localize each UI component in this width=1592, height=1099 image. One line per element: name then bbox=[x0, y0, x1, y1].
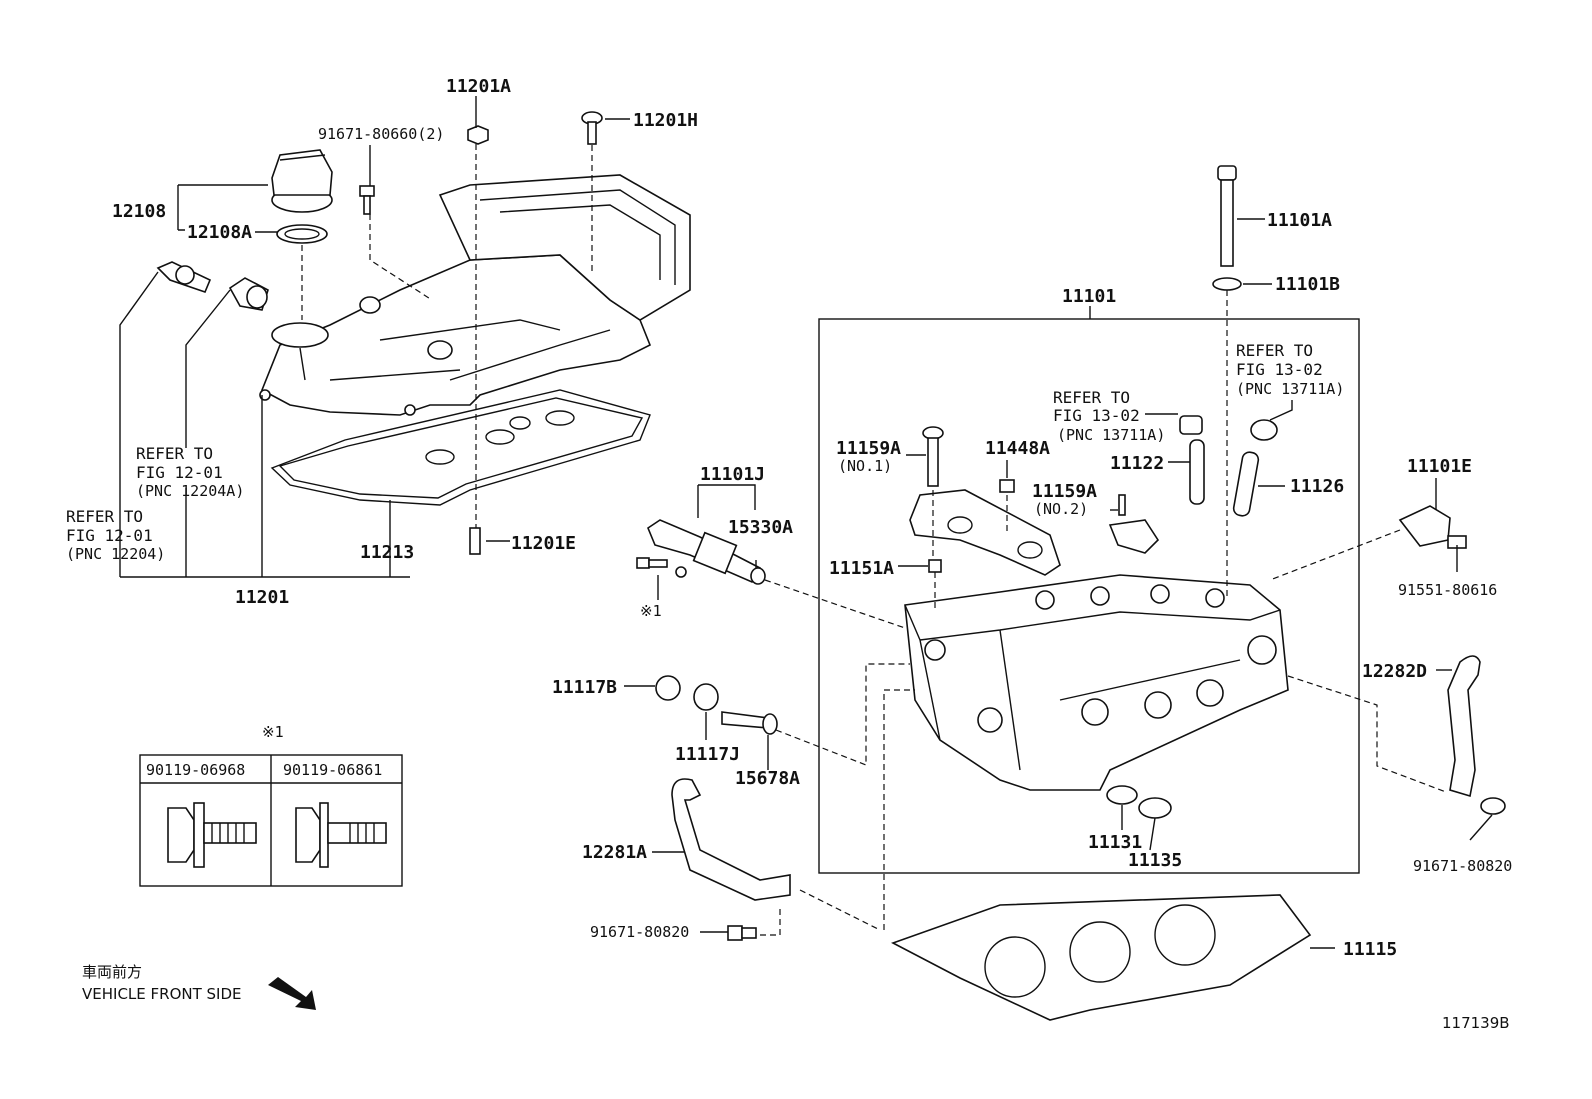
label-11126: 11126 bbox=[1290, 476, 1344, 497]
label-11101A: 11101A bbox=[1267, 210, 1332, 231]
cover-gasket-illustration bbox=[270, 389, 651, 506]
bolt-91671-80820-left-icon bbox=[727, 925, 757, 941]
label-11117B: 11117B bbox=[552, 677, 617, 698]
valve-guide-11126-icon bbox=[1232, 419, 1278, 517]
label-11101: 11101 bbox=[1062, 286, 1116, 307]
label-91671-80660: 91671-80660(2) bbox=[318, 125, 444, 143]
plug-11117B-icon bbox=[655, 675, 681, 701]
pcv-valve-icon bbox=[156, 261, 212, 293]
vehicle-front-en: VEHICLE FRONT SIDE bbox=[82, 985, 242, 1003]
flange-bolt-icon bbox=[167, 802, 257, 868]
head-bolt-11101A-icon bbox=[1217, 165, 1237, 267]
oil-filler-cap-icon bbox=[271, 149, 333, 213]
table-mark: ※1 bbox=[262, 723, 284, 741]
camshaft-bearing-cap-icon bbox=[909, 489, 1061, 576]
sensor-11101E-icon bbox=[1398, 505, 1467, 549]
table-col1-header: 90119-06968 bbox=[146, 761, 245, 779]
head-gasket-illustration bbox=[891, 894, 1312, 1021]
cam-cap-no2-icon bbox=[1108, 494, 1160, 554]
cylinder-head-group-frame bbox=[818, 318, 1360, 874]
label-11115: 11115 bbox=[1343, 939, 1397, 960]
o-ring-15330A-icon bbox=[750, 567, 766, 585]
label-11201E: 11201E bbox=[511, 533, 576, 554]
ref-fig-13-02-mid: REFER TO FIG 13-02 (PNC 13711A) bbox=[1053, 388, 1165, 444]
label-11101E: 11101E bbox=[1407, 456, 1472, 477]
svg-text:REFER TO: REFER TO bbox=[1053, 388, 1130, 407]
bolt-mark1-icon bbox=[636, 557, 668, 569]
bolt-91671-80660-icon bbox=[359, 185, 375, 215]
label-no2: (NO.2) bbox=[1034, 500, 1088, 518]
seal-11135-icon bbox=[1138, 797, 1172, 819]
stud-11201E-icon bbox=[469, 527, 481, 555]
label-11159A-no1: 11159A bbox=[836, 438, 901, 459]
label-12282D: 12282D bbox=[1362, 661, 1427, 682]
figure-code: 117139B bbox=[1442, 1014, 1510, 1032]
ref-fig-12-01-b: REFER TO FIG 12-01 (PNC 12204) bbox=[66, 507, 165, 563]
bolt-variant-table: ※1 90119-06968 90119-06861 bbox=[139, 723, 403, 887]
svg-text:FIG 12-01: FIG 12-01 bbox=[136, 463, 223, 482]
label-mark1-bolt: ※1 bbox=[640, 602, 662, 620]
svg-text:FIG 13-02: FIG 13-02 bbox=[1053, 406, 1140, 425]
cylinder-head-illustration bbox=[904, 574, 1289, 791]
hanger-12281A-icon bbox=[671, 778, 791, 901]
label-15330A: 15330A bbox=[728, 517, 793, 538]
label-91671-80820-right: 91671-80820 bbox=[1413, 857, 1512, 875]
label-11213: 11213 bbox=[360, 542, 414, 563]
front-arrow-icon bbox=[268, 977, 316, 1010]
svg-text:FIG 13-02: FIG 13-02 bbox=[1236, 360, 1323, 379]
label-11101J: 11101J bbox=[700, 464, 765, 485]
o-ring-12108A-icon bbox=[276, 224, 328, 244]
label-11135: 11135 bbox=[1128, 850, 1182, 871]
oil-control-valve-icon bbox=[647, 519, 762, 584]
label-11201H: 11201H bbox=[633, 110, 698, 131]
bolt-91671-80820-right-icon bbox=[1480, 797, 1506, 815]
label-15678A: 15678A bbox=[735, 768, 800, 789]
nut-11201A-icon bbox=[467, 125, 489, 145]
label-12108: 12108 bbox=[112, 201, 166, 222]
valve-guide-11122-icon bbox=[1179, 415, 1205, 505]
valve-cover-illustration bbox=[259, 174, 691, 416]
label-91551-80616: 91551-80616 bbox=[1398, 581, 1497, 599]
label-11448A: 11448A bbox=[985, 438, 1050, 459]
label-12281A: 12281A bbox=[582, 842, 647, 863]
bolt-11201H-icon bbox=[581, 111, 603, 145]
hanger-12282D-icon bbox=[1447, 655, 1481, 798]
cam-cap-bolt-no1-icon bbox=[922, 426, 944, 487]
washer-11101B-icon bbox=[1212, 277, 1242, 291]
svg-text:REFER TO: REFER TO bbox=[1236, 341, 1313, 360]
label-11131: 11131 bbox=[1088, 832, 1142, 853]
label-11201A: 11201A bbox=[446, 76, 511, 97]
ref-fig-13-02-right: REFER TO FIG 13-02 (PNC 13711A) bbox=[1236, 341, 1344, 398]
seal-11131-icon bbox=[1106, 785, 1138, 805]
label-11101B: 11101B bbox=[1275, 274, 1340, 295]
label-11151A: 11151A bbox=[829, 558, 894, 579]
vehicle-front-jp: 車両前方 bbox=[82, 963, 142, 981]
svg-text:REFER TO: REFER TO bbox=[66, 507, 143, 526]
label-11201: 11201 bbox=[235, 587, 289, 608]
svg-text:REFER TO: REFER TO bbox=[136, 444, 213, 463]
svg-text:(PNC 12204A): (PNC 12204A) bbox=[136, 482, 244, 500]
label-11159A-no2: 11159A bbox=[1032, 481, 1097, 502]
union-15678A-icon bbox=[721, 711, 778, 735]
label-11117J: 11117J bbox=[675, 744, 740, 765]
label-11122: 11122 bbox=[1110, 453, 1164, 474]
label-91671-80820-left: 91671-80820 bbox=[590, 923, 689, 941]
label-12108A: 12108A bbox=[187, 222, 252, 243]
svg-text:(PNC 13711A): (PNC 13711A) bbox=[1057, 426, 1165, 444]
svg-text:(PNC 12204): (PNC 12204) bbox=[66, 545, 165, 563]
ref-fig-12-01-a: REFER TO FIG 12-01 (PNC 12204A) bbox=[136, 444, 244, 500]
gasket-11117J-icon bbox=[693, 683, 719, 711]
grommet-icon bbox=[228, 277, 269, 311]
label-no1: (NO.1) bbox=[838, 457, 892, 475]
table-col2-header: 90119-06861 bbox=[283, 761, 382, 779]
svg-text:FIG 12-01: FIG 12-01 bbox=[66, 526, 153, 545]
dowel-11151A-icon bbox=[928, 559, 942, 573]
svg-text:(PNC 13711A): (PNC 13711A) bbox=[1236, 380, 1344, 398]
hex-bolt-icon bbox=[295, 802, 387, 868]
dowel-11448A-icon bbox=[999, 479, 1015, 493]
